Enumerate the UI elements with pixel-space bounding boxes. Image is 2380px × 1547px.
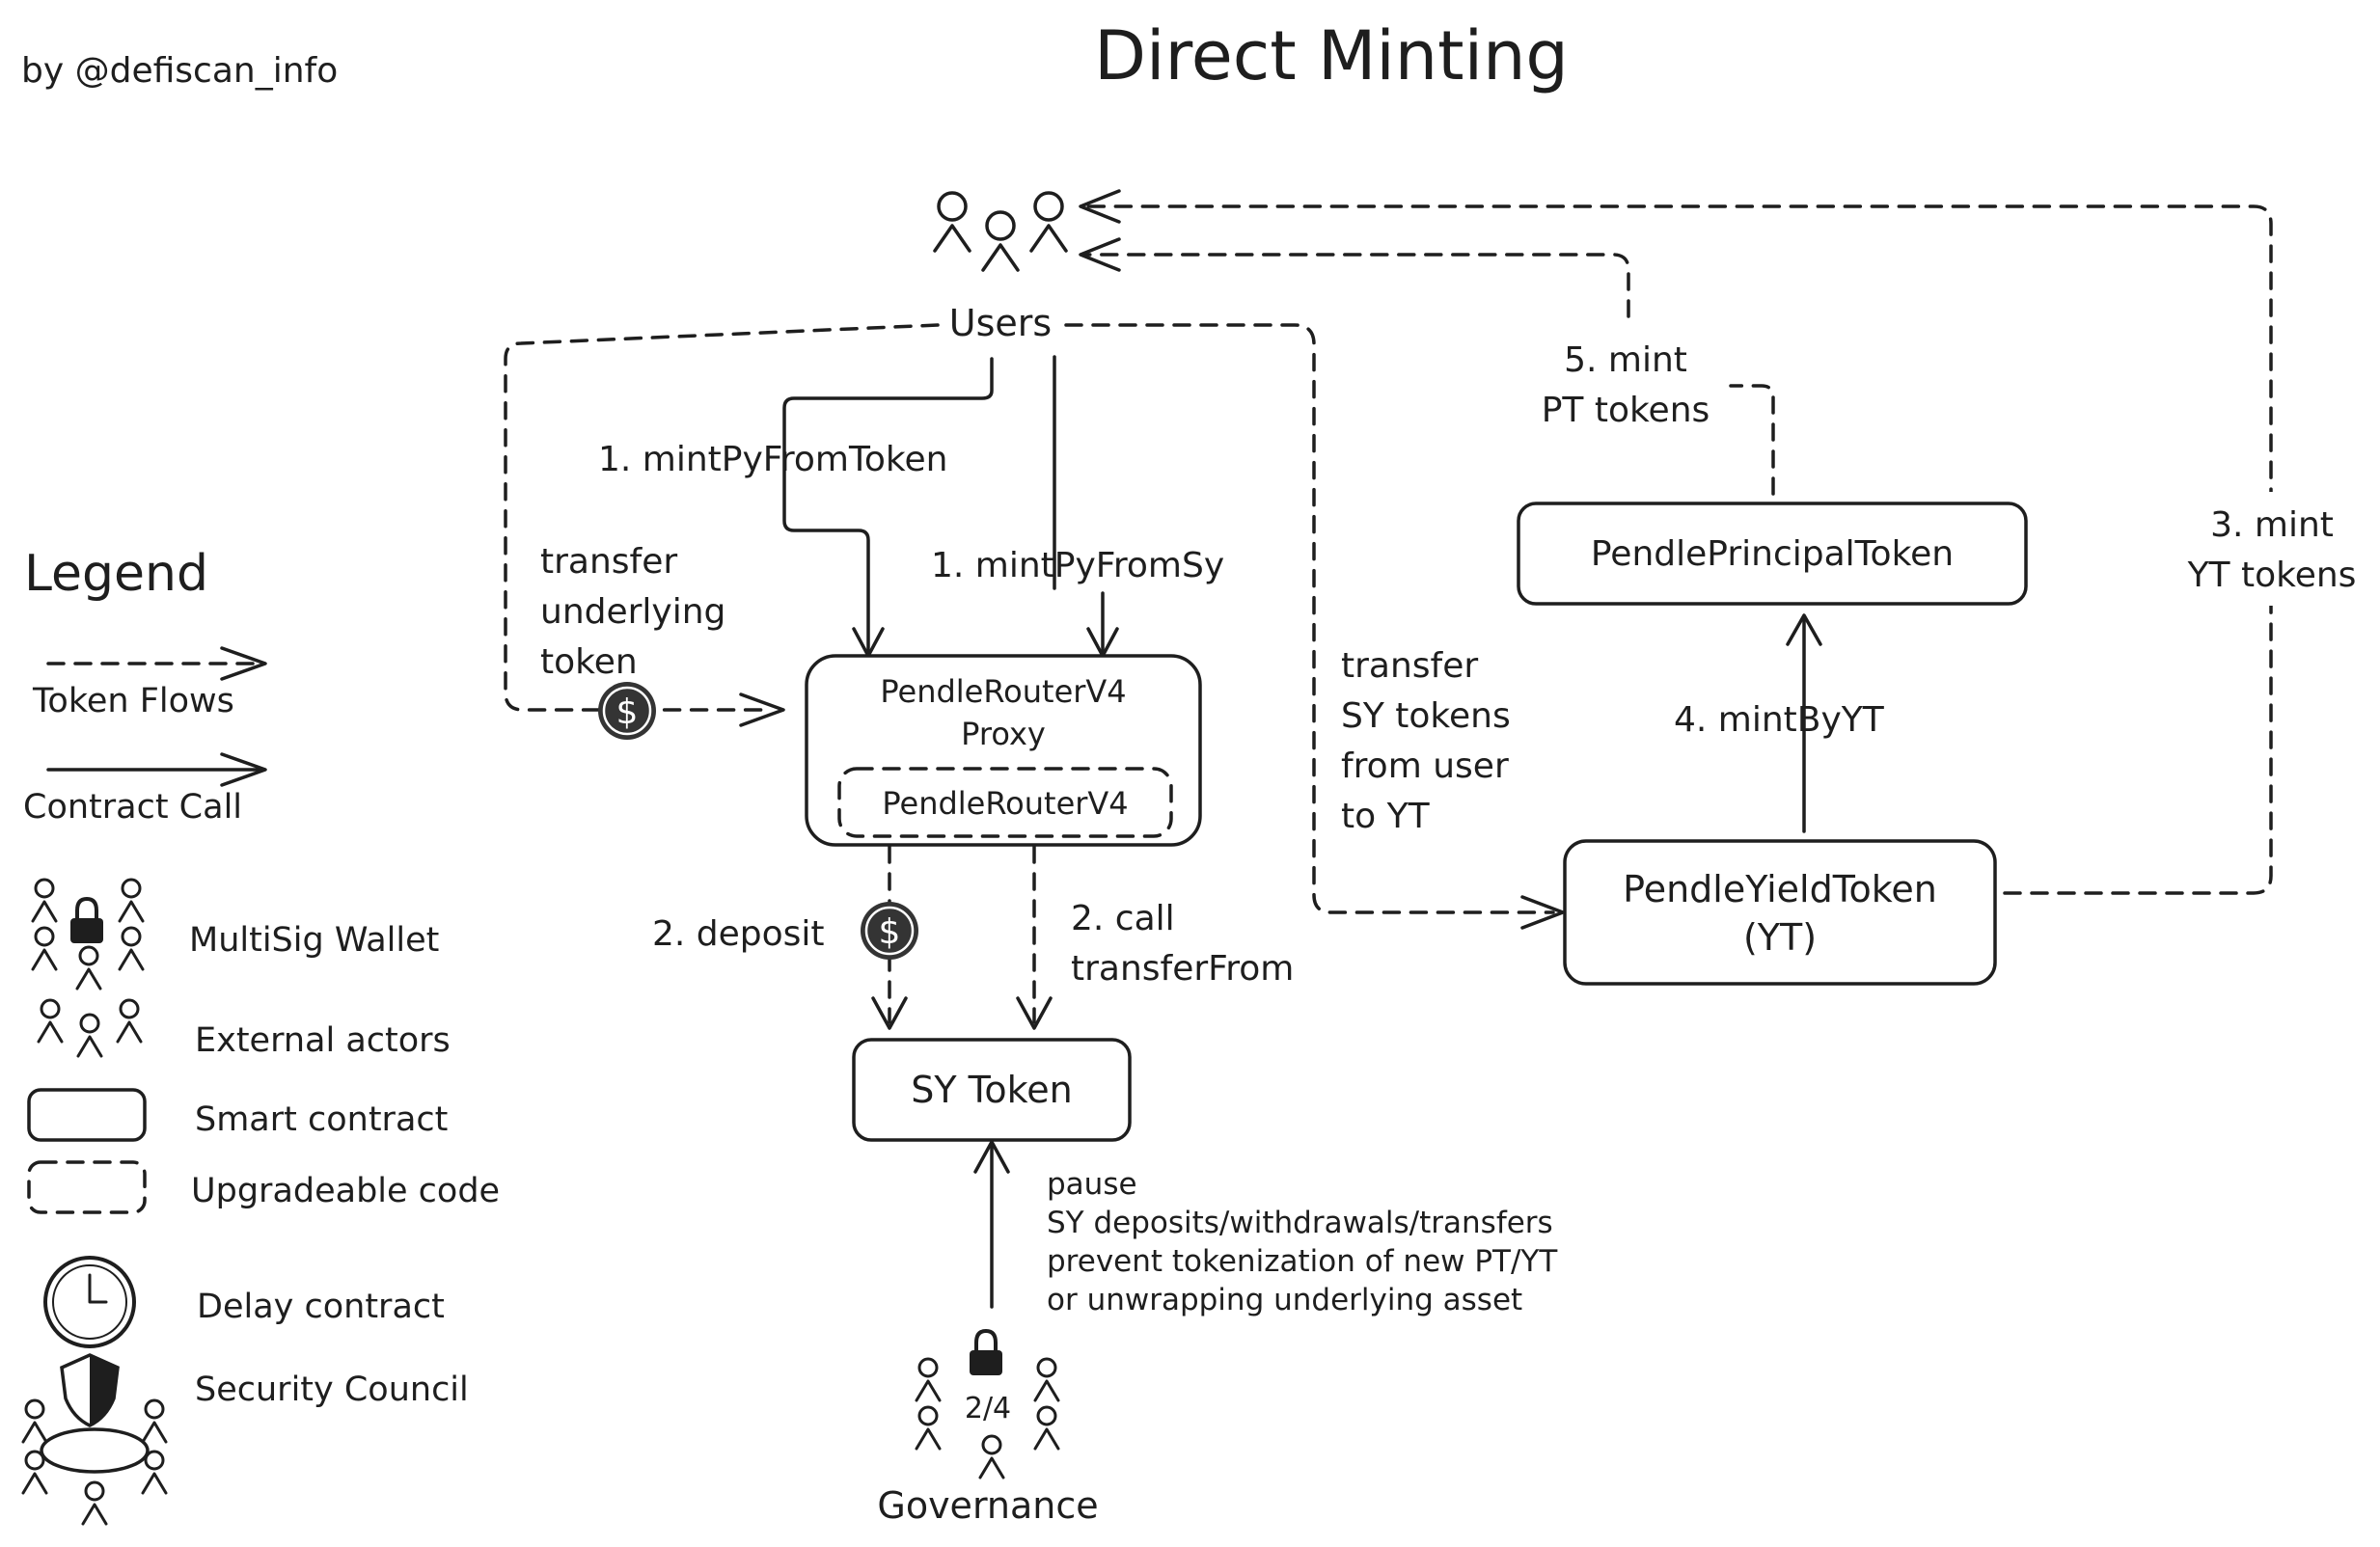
security-council-icon [21, 1353, 168, 1526]
person-icon [915, 1357, 942, 1402]
legend-council: Security Council [195, 1371, 469, 1409]
person-icon [1033, 1405, 1060, 1451]
arrowhead-mint-pt [1079, 237, 1121, 272]
label-pause-4: or unwrapping underlying asset [1047, 1283, 1522, 1317]
router-impl-label: PendleRouterV4 [882, 785, 1128, 822]
sy-token-contract: SY Token [852, 1038, 1132, 1142]
padlock-icon [968, 1329, 1004, 1377]
label-call-transfer-2: transferFrom [1071, 949, 1294, 989]
person-icon [1033, 1357, 1060, 1402]
upgradeable-code-icon [27, 1160, 147, 1214]
legend-token-flows: Token Flows [32, 682, 234, 720]
yield-token-label-2: (YT) [1743, 916, 1817, 959]
legend-upgradeable: Upgradeable code [191, 1172, 500, 1210]
arrowhead-transfer-sy [1520, 895, 1565, 930]
credit-text: by @defiscan_info [21, 51, 338, 91]
edge-transfer-underlying [504, 323, 940, 712]
router-proxy-label-2: Proxy [961, 716, 1046, 752]
users-label: Users [949, 302, 1052, 344]
legend-multisig: MultiSig Wallet [189, 921, 439, 960]
yield-token-label-1: PendleYieldToken [1623, 868, 1937, 910]
edge-mint-pt-lower [1729, 384, 1775, 496]
label-mint-pt-1: 5. mint [1564, 340, 1687, 380]
label-mint-yt-backdrop [2167, 492, 2373, 606]
users-actors-icon [933, 191, 1068, 272]
label-transfer-underlying-1: transfer [540, 542, 677, 582]
dollar-coin-icon [859, 900, 920, 962]
arrowhead-call-transfer-from [1016, 996, 1053, 1030]
label-pause-3: prevent tokenization of new PT/YT [1047, 1244, 1558, 1279]
label-mint-from-sy: 1. mintPyFromSy [931, 546, 1224, 585]
arrowhead-transfer-underlying [739, 692, 785, 727]
governance-label: Governance [877, 1484, 1098, 1527]
page-title: Direct Minting [1094, 16, 1569, 95]
principal-token-label: PendlePrincipalToken [1591, 534, 1954, 574]
multisig-icon [31, 878, 145, 991]
label-transfer-underlying-2: underlying [540, 592, 725, 632]
smart-contract-icon [27, 1088, 147, 1142]
legend-contract-call: Contract Call [23, 788, 242, 827]
label-transfer-sy-4: to YT [1341, 797, 1431, 836]
principal-token-contract: PendlePrincipalToken [1517, 502, 2028, 606]
person-icon [978, 1434, 1005, 1479]
yield-token-contract: PendleYieldToken (YT) [1563, 839, 1997, 986]
label-pause-2: SY deposits/withdrawals/transfers [1047, 1206, 1553, 1240]
sy-token-label: SY Token [911, 1069, 1073, 1111]
arrowhead-mint-by-yt [1786, 613, 1822, 646]
person-icon [915, 1405, 942, 1451]
router-proxy-label-1: PendleRouterV4 [880, 673, 1126, 710]
label-mint-yt-2: YT tokens [2187, 556, 2357, 595]
legend: Legend Token Flows Contract Call MultiSi… [21, 545, 500, 1526]
label-transfer-sy-2: SY tokens [1341, 696, 1511, 736]
edge-mint-from-token [782, 357, 994, 658]
edge-mint-pt-upper [1083, 253, 1630, 318]
label-mint-from-token: 1. mintPyFromToken [598, 440, 947, 479]
label-deposit: 2. deposit [652, 914, 825, 954]
label-mint-by-yt: 4. mintByYT [1674, 700, 1885, 740]
arrowhead-deposit [871, 996, 908, 1030]
label-mint-yt-1: 3. mint [2210, 505, 2334, 545]
governance-multisig: 2/4 Governance [877, 1329, 1099, 1527]
arrowhead-governance-pause [973, 1140, 1010, 1174]
arrowhead-mint-yt [1079, 189, 1121, 224]
legend-heading: Legend [24, 545, 208, 603]
label-transfer-sy-1: transfer [1341, 646, 1478, 686]
governance-threshold: 2/4 [965, 1392, 1011, 1425]
dollar-coin-icon [596, 680, 658, 742]
legend-external: External actors [195, 1021, 451, 1060]
label-transfer-underlying-3: token [540, 642, 638, 682]
external-actors-icon [37, 998, 143, 1058]
legend-smart-contract: Smart contract [195, 1100, 448, 1139]
router-proxy-contract: PendleRouterV4 Proxy PendleRouterV4 [805, 654, 1202, 847]
label-pause-1: pause [1047, 1167, 1137, 1202]
legend-delay: Delay contract [197, 1288, 445, 1326]
label-call-transfer-1: 2. call [1071, 899, 1175, 938]
label-transfer-sy-3: from user [1341, 746, 1509, 786]
clock-icon [43, 1256, 136, 1348]
label-mint-pt-2: PT tokens [1542, 391, 1710, 430]
